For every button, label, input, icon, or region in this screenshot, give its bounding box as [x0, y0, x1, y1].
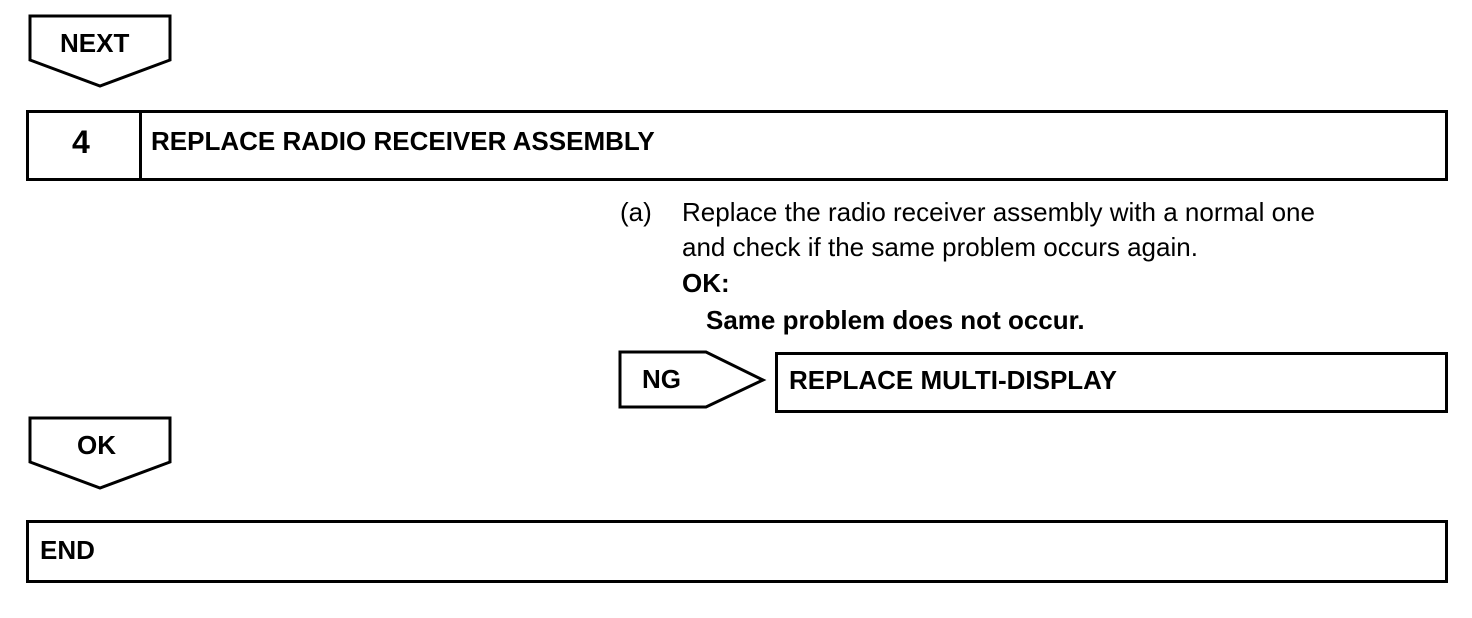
instruction-marker: (a)	[620, 197, 652, 227]
step-title: REPLACE RADIO RECEIVER ASSEMBLY	[151, 126, 655, 156]
step-header	[26, 110, 1448, 181]
ng-arrow-label: NG	[642, 364, 681, 394]
end-box	[26, 520, 1448, 583]
ok-arrow-label: OK	[77, 430, 116, 460]
step-header-divider	[139, 113, 142, 178]
step-number: 4	[72, 124, 90, 160]
ok-criteria-detail: Same problem does not occur.	[706, 305, 1085, 335]
ng-result-label: REPLACE MULTI-DISPLAY	[789, 365, 1117, 395]
ok-criteria-heading: OK:	[682, 268, 730, 298]
end-label: END	[40, 535, 95, 565]
instruction-text-line-2: and check if the same problem occurs aga…	[682, 232, 1198, 262]
ng-result-box	[775, 352, 1448, 413]
next-arrow-label: NEXT	[60, 28, 130, 58]
instruction-text-line-1: Replace the radio receiver assembly with…	[682, 197, 1315, 227]
